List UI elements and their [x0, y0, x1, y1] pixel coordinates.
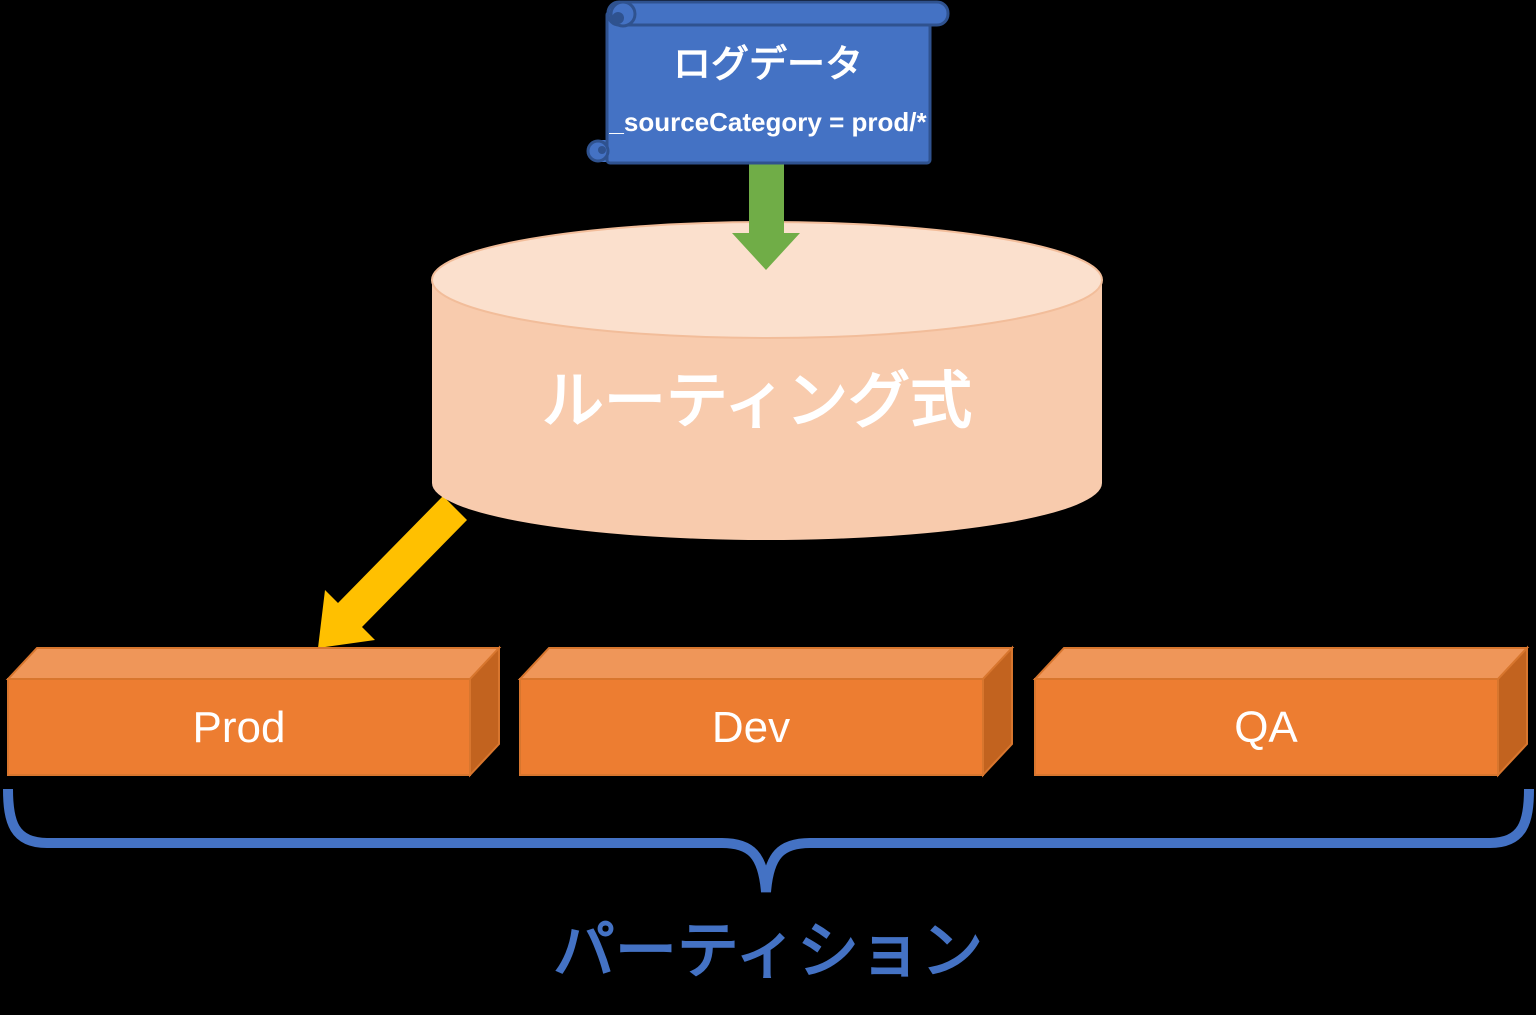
scroll-bottom-curl-hole	[598, 146, 606, 154]
partition-box-prod: Prod	[5, 645, 502, 778]
prod-box-label: Prod	[193, 703, 286, 752]
prod-box-front	[7, 678, 471, 776]
partition-brace	[3, 788, 1534, 893]
qa-box-top	[1032, 647, 1530, 680]
log-data-scroll: ログデータ _sourceCategory = prod/*	[586, 0, 950, 165]
cylinder-label: ルーティング式	[542, 367, 972, 436]
scroll-top-curl-hole	[612, 12, 624, 24]
dev-box-front	[519, 678, 984, 776]
prod-box-top	[5, 647, 502, 680]
log-to-routing-arrow-green	[732, 160, 800, 270]
scroll-bottom-curl	[586, 139, 610, 163]
scroll-title: ログデータ	[673, 43, 863, 86]
routing-to-prod-arrow-yellow	[318, 496, 467, 648]
scroll-body	[605, 10, 932, 165]
qa-box-front	[1034, 678, 1499, 776]
scroll-top-roll	[606, 0, 950, 27]
dev-box-top	[517, 647, 1015, 680]
routing-cylinder	[431, 221, 1103, 540]
partition-box-qa: QA	[1032, 645, 1530, 778]
dev-box-label: Dev	[712, 703, 790, 752]
qa-box-label: QA	[1234, 703, 1298, 752]
partition-box-dev: Dev	[517, 645, 1015, 778]
partition-brace-label: パーティション	[553, 917, 983, 986]
scroll-subtitle: _sourceCategory = prod/*	[608, 107, 927, 137]
